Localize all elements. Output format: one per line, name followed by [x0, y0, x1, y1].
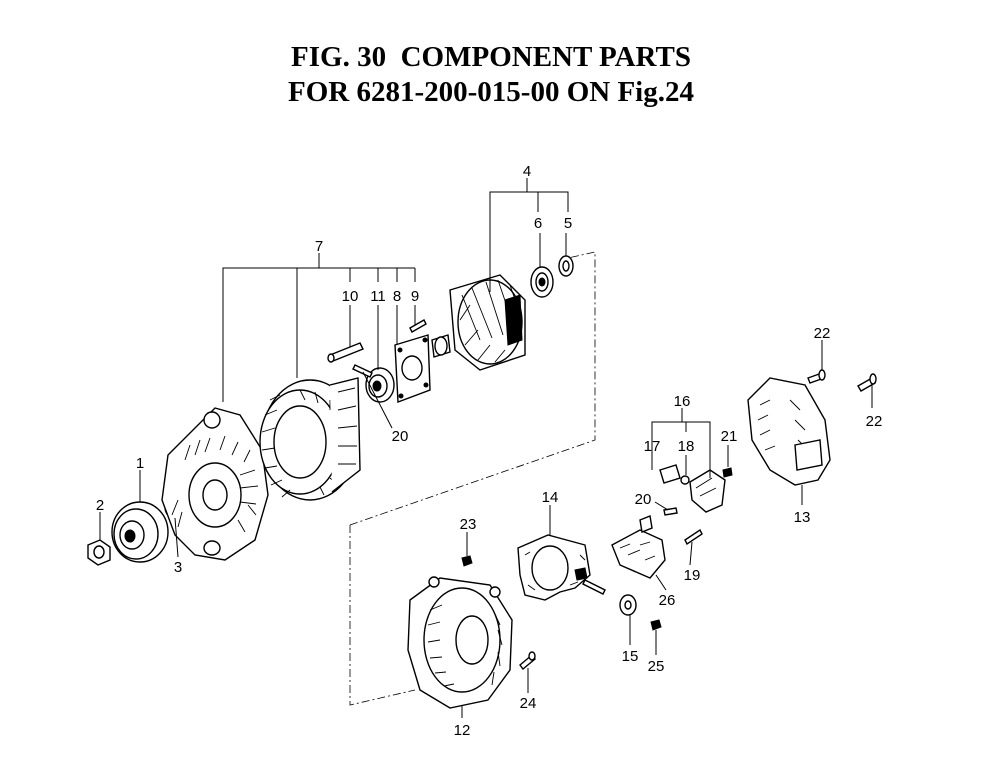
callout-2: 2: [96, 497, 104, 514]
part-nut-23: [461, 555, 473, 567]
callout-23: 23: [460, 516, 477, 533]
callout-11: 11: [370, 288, 386, 305]
title-line-1: FIG. 30 COMPONENT PARTS: [291, 41, 691, 73]
callout-8: 8: [393, 288, 401, 305]
part-stator: [259, 377, 361, 501]
part-front-bearing: [530, 266, 554, 298]
title-line-2: FOR 6281-200-015-00 ON Fig.24: [288, 76, 694, 108]
callout-10: 10: [342, 288, 359, 305]
callout-4: 4: [523, 163, 531, 180]
callout-20-lower: 20: [635, 491, 652, 508]
callout-7: 7: [315, 238, 323, 255]
leader-lines: [99, 178, 873, 718]
part-brush-17: [659, 464, 681, 484]
part-front-bracket: [161, 407, 269, 561]
callout-16: 16: [674, 393, 691, 410]
part-bolt-22-upper: [807, 369, 826, 384]
callout-19: 19: [684, 567, 701, 584]
callout-25: 25: [648, 658, 665, 675]
part-retainer-plate: [394, 334, 431, 403]
part-screw-21: [722, 467, 733, 478]
part-insulator-bushing: [619, 594, 637, 616]
part-stud-bolt: [327, 342, 364, 363]
callout-9: 9: [411, 288, 419, 305]
part-brush-holder: [611, 515, 666, 579]
callout-3: 3: [174, 559, 182, 576]
callout-6: 6: [534, 215, 542, 232]
callout-20-upper: 20: [392, 428, 409, 445]
part-bolt-22-right: [857, 373, 877, 392]
callout-14: 14: [542, 489, 559, 506]
callout-18: 18: [678, 438, 695, 455]
part-bolt-24: [519, 651, 536, 671]
callout-21: 21: [721, 428, 738, 445]
callout-5: 5: [564, 215, 572, 232]
part-pulley: [111, 501, 169, 563]
part-screw-19: [684, 528, 703, 546]
callout-labels: 1 2 3 4 5 6 7 8 9 10 11 12 13 14 15 16 1…: [96, 163, 883, 739]
callout-17: 17: [644, 438, 661, 455]
part-nut: [87, 539, 111, 566]
callout-13: 13: [794, 509, 811, 526]
part-spring-18: [680, 475, 690, 485]
callout-1: 1: [136, 455, 144, 472]
part-rear-cover: [747, 377, 831, 486]
part-rectifier: [517, 534, 606, 601]
callout-15: 15: [622, 648, 639, 665]
callout-26: 26: [659, 592, 676, 609]
figure-title: FIG. 30 COMPONENT PARTS FOR 6281-200-015…: [0, 40, 982, 110]
part-regulator: [689, 469, 726, 513]
callout-22-upper: 22: [814, 325, 831, 342]
assembly-guide-frame: [349, 251, 596, 706]
callout-12: 12: [454, 722, 471, 739]
part-screw-upper: [352, 364, 373, 378]
callout-22-right: 22: [866, 413, 883, 430]
part-washer: [558, 255, 574, 277]
part-screw-9: [409, 319, 427, 333]
part-rear-bracket: [407, 576, 513, 709]
callout-24: 24: [520, 695, 537, 712]
part-rotor: [431, 274, 526, 371]
part-nut-25: [650, 619, 662, 631]
